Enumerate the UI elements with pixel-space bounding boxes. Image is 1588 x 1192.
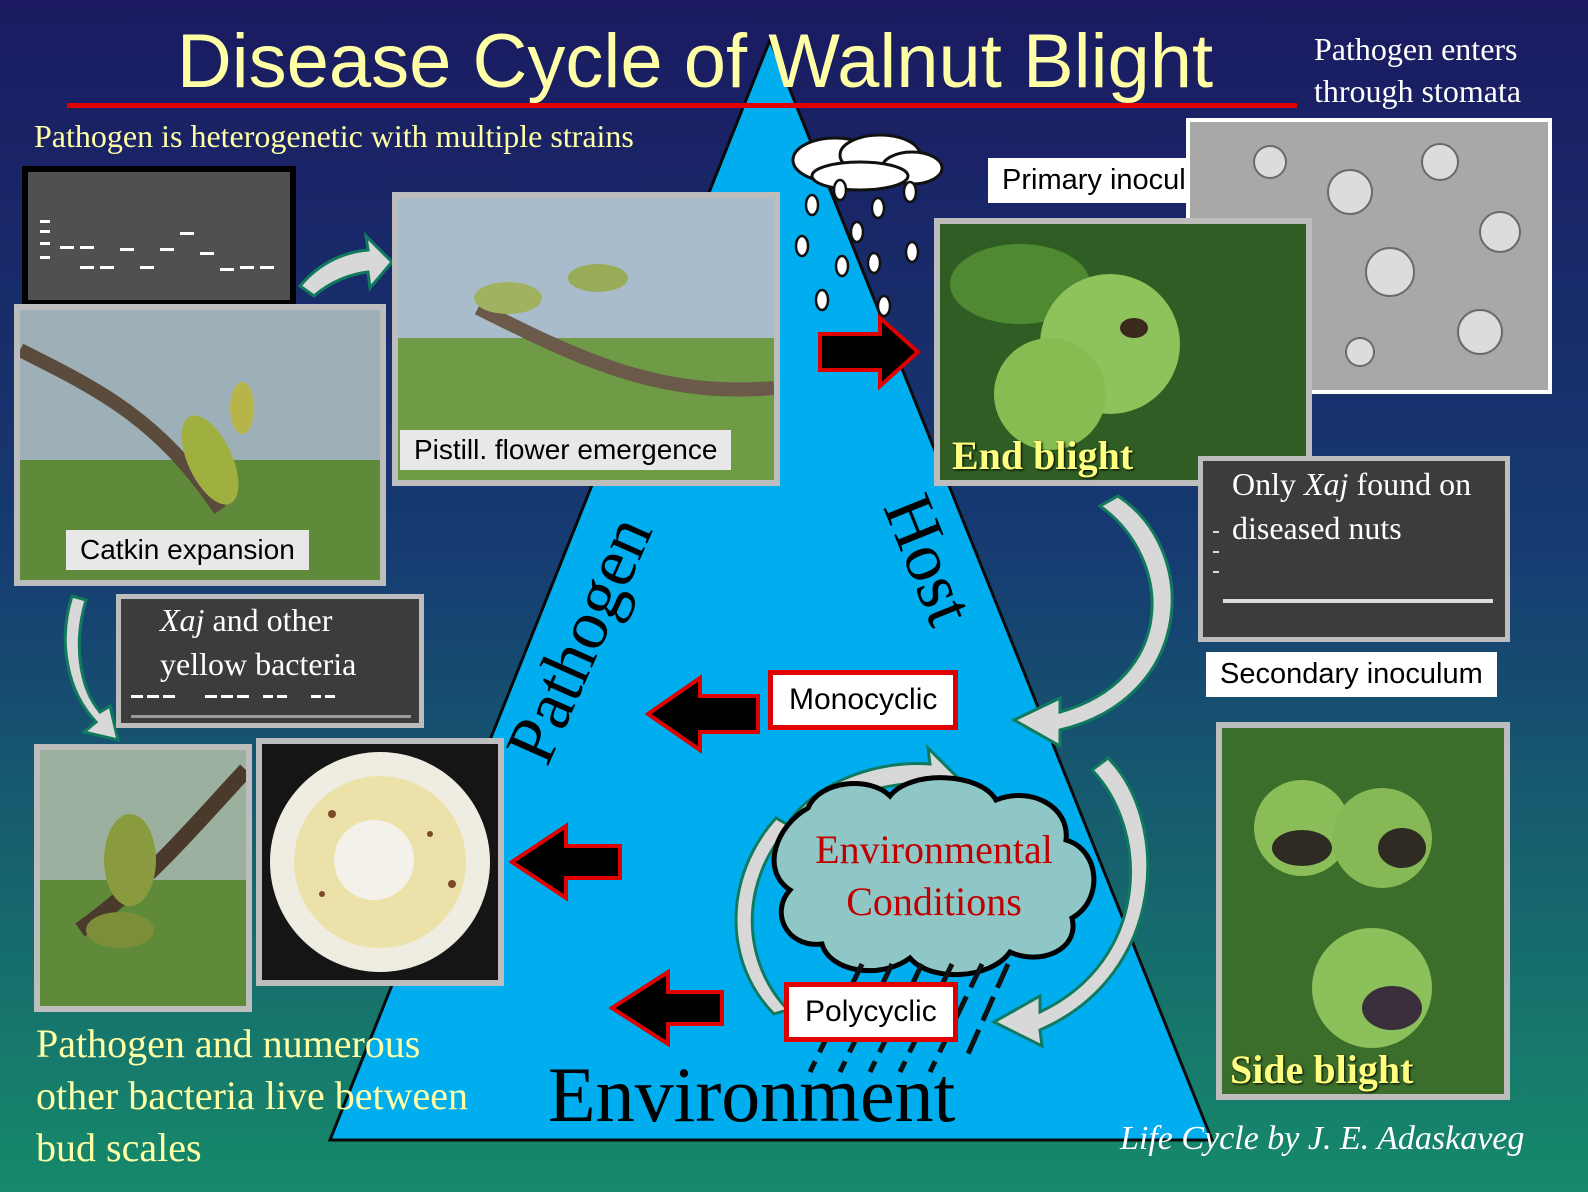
arrow-left-mono-icon [644,674,760,754]
gel-right-line1: Only Xaj found on [1232,466,1472,502]
page-title: Disease Cycle of Walnut Blight [176,19,1214,104]
monocyclic-label: Monocyclic [768,670,959,730]
bud-note-line2: other bacteria live between [36,1073,468,1118]
curved-arrow-gel-to-flower-icon [297,231,395,298]
side-blight-photo [1216,722,1510,1100]
arrow-left-middle-icon [508,822,622,902]
gel-left-text: Xaj and other yellow bacteria [160,598,420,686]
arrow-left-poly-icon [608,968,724,1048]
environment-label: Environment [548,1051,956,1138]
rain-cloud-icon [791,133,944,318]
env-line2: Conditions [846,879,1022,924]
secondary-inoculum-label: Secondary inoculum [1206,652,1497,697]
gel-left-line2: yellow bacteria [160,646,357,682]
credit-text: Life Cycle by J. E. Adaskaveg [1120,1120,1525,1157]
gel-diseased-nuts-image [1198,456,1510,642]
end-blight-label: End blight [952,433,1134,478]
curved-arrow-env-right-to-poly-icon [990,756,1150,1049]
curved-arrow-catkin-to-bud-icon [63,594,121,743]
gel-left-line1: Xaj and other [160,602,333,638]
stomata-note: Pathogen enters through stomata [1314,28,1521,112]
environment-cloud-icon [771,775,1097,977]
gel-strains-image [22,166,296,306]
gel-right-line2: diseased nuts [1232,510,1402,546]
bud-note-line1: Pathogen and numerous [36,1021,421,1066]
pistillate-label: Pistill. flower emergence [400,430,732,470]
env-line1: Environmental [815,827,1053,872]
end-blight-photo [934,218,1312,486]
environmental-conditions-text: Environmental Conditions [796,824,1072,928]
bud-photo [34,744,252,1012]
gel-yellow-bacteria-image [116,594,424,728]
arrow-right-to-host-icon [818,313,921,391]
gel-right-text: Only Xaj found on diseased nuts [1232,462,1512,550]
bud-scales-note: Pathogen and numerous other bacteria liv… [36,1018,468,1174]
title-underline [67,103,1297,108]
curved-arrow-endblight-to-mono-icon [1010,494,1174,749]
bud-note-line3: bud scales [36,1125,202,1170]
heterogenetic-note: Pathogen is heterogenetic with multiple … [34,118,634,154]
side-blight-label: Side blight [1230,1047,1414,1092]
stomata-note-line1: Pathogen enters [1314,31,1518,67]
polycyclic-label: Polycyclic [784,982,958,1042]
catkin-label: Catkin expansion [66,530,309,570]
stomata-note-line2: through stomata [1314,73,1522,109]
curved-arrow-env-left-icon [734,816,793,1016]
petri-dish-photo [256,738,504,986]
